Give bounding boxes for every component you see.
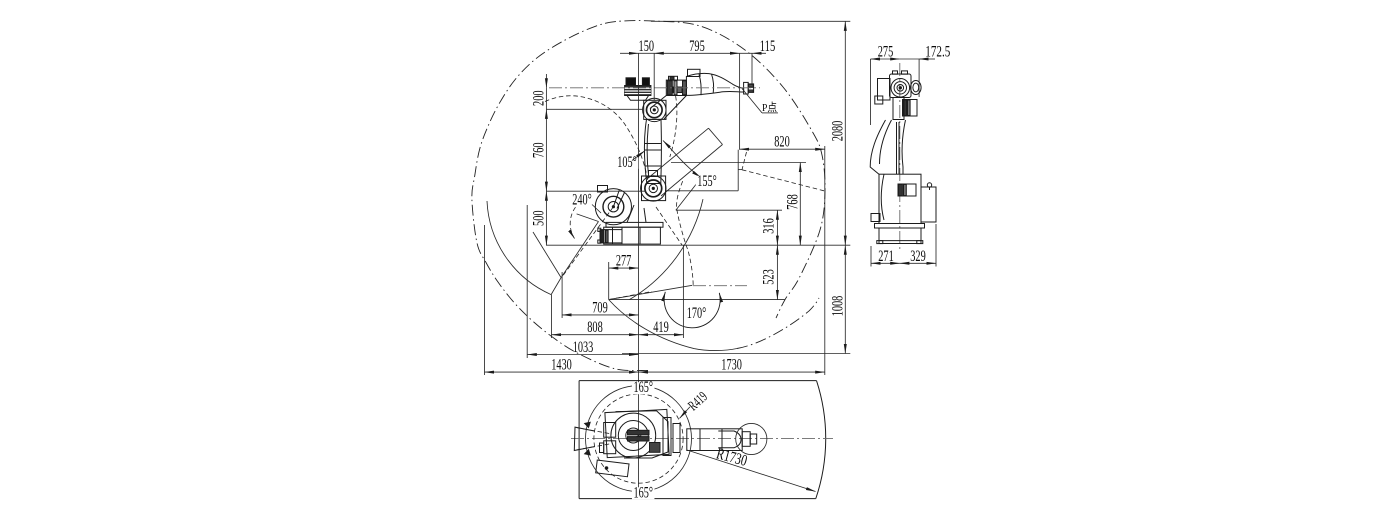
svg-text:155°: 155° bbox=[697, 173, 717, 190]
svg-text:240°: 240° bbox=[572, 191, 592, 208]
svg-text:271: 271 bbox=[878, 248, 894, 265]
svg-text:523: 523 bbox=[761, 269, 778, 285]
svg-text:316: 316 bbox=[761, 218, 778, 234]
svg-text:172.5: 172.5 bbox=[925, 44, 950, 61]
svg-text:808: 808 bbox=[587, 319, 603, 336]
svg-text:1033: 1033 bbox=[573, 339, 594, 356]
svg-text:165°: 165° bbox=[633, 484, 653, 501]
svg-text:150: 150 bbox=[639, 38, 655, 55]
svg-text:760: 760 bbox=[530, 142, 547, 158]
svg-text:1430: 1430 bbox=[551, 357, 572, 374]
svg-text:500: 500 bbox=[530, 210, 547, 226]
svg-text:768: 768 bbox=[785, 194, 802, 210]
svg-text:115: 115 bbox=[760, 38, 776, 55]
svg-text:1730: 1730 bbox=[721, 357, 742, 374]
svg-text:165°: 165° bbox=[633, 379, 653, 396]
svg-text:820: 820 bbox=[774, 134, 790, 151]
svg-text:200: 200 bbox=[530, 90, 547, 106]
svg-text:795: 795 bbox=[689, 38, 705, 55]
svg-text:170°: 170° bbox=[687, 305, 707, 322]
svg-text:2080: 2080 bbox=[830, 121, 847, 142]
svg-text:709: 709 bbox=[592, 299, 608, 316]
svg-text:277: 277 bbox=[616, 253, 632, 270]
svg-text:105°: 105° bbox=[617, 154, 637, 171]
svg-text:P点: P点 bbox=[762, 101, 777, 114]
svg-text:419: 419 bbox=[653, 319, 669, 336]
svg-text:329: 329 bbox=[910, 248, 926, 265]
svg-text:1008: 1008 bbox=[830, 296, 847, 317]
svg-text:275: 275 bbox=[878, 44, 894, 61]
